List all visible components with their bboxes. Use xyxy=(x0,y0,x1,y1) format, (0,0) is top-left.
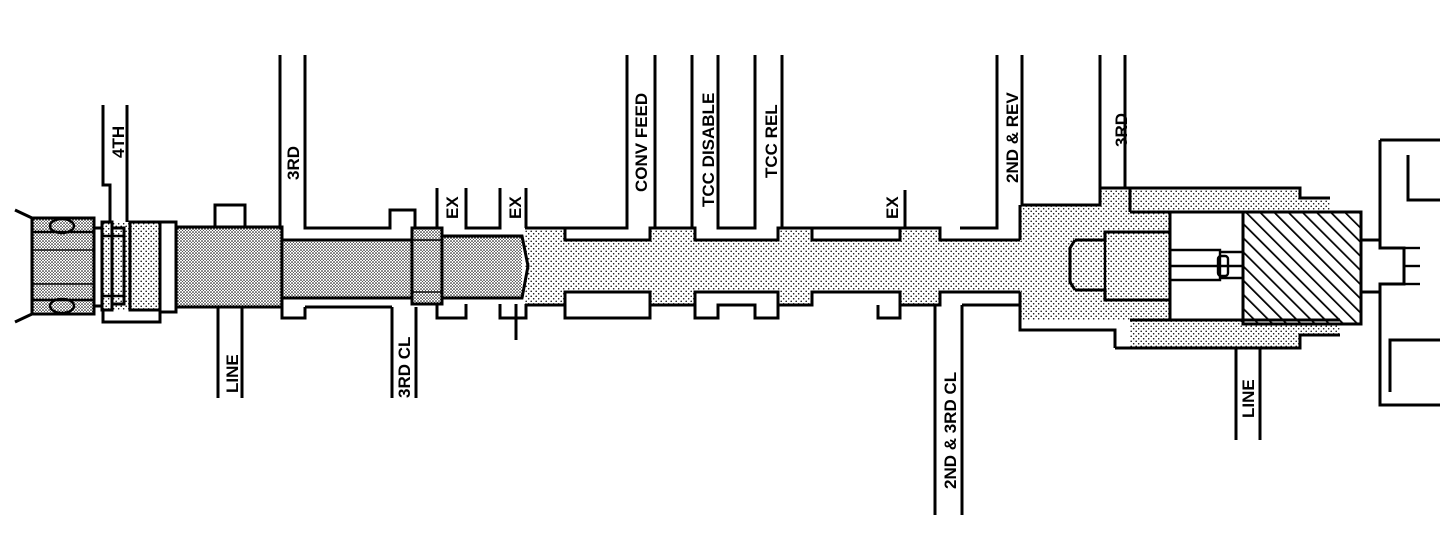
port-labels: 4TH 3RD EX EX CONV FEED TCC DISABLE TCC … xyxy=(109,92,1258,489)
hatched-plug xyxy=(1241,210,1363,326)
label-tcc-rel: TCC REL xyxy=(762,104,781,178)
label-3rd-right: 3RD xyxy=(1112,113,1131,147)
label-2nd-rev: 2ND & REV xyxy=(1003,92,1022,183)
label-ex-3: EX xyxy=(883,196,902,219)
label-ex-1: EX xyxy=(443,196,462,219)
valve-body-outline xyxy=(14,55,1440,515)
label-3rd-cl: 3RD CL xyxy=(395,337,414,398)
label-line-right: LINE xyxy=(1239,379,1258,418)
label-ex-2: EX xyxy=(506,196,525,219)
spool-dense-sections xyxy=(32,218,522,314)
fluid-region-main xyxy=(525,188,1340,348)
label-2nd-3rd-cl: 2ND & 3RD CL xyxy=(941,372,960,489)
label-3rd-top: 3RD xyxy=(284,146,303,180)
label-line-left: LINE xyxy=(223,354,242,393)
label-conv-feed: CONV FEED xyxy=(632,93,651,192)
label-4th: 4TH xyxy=(109,126,128,158)
label-tcc-disable: TCC DISABLE xyxy=(699,93,718,207)
